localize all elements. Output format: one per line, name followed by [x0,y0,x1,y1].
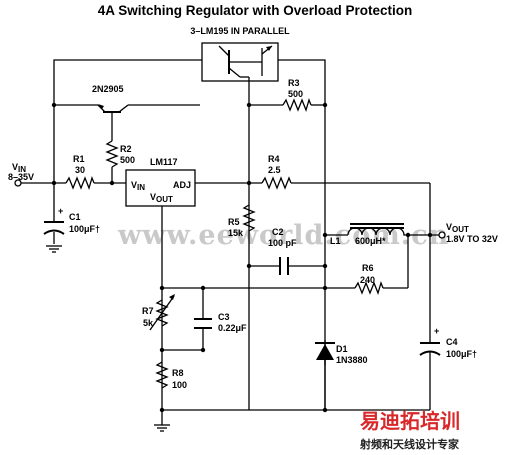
r4-ref: R4 [268,154,280,164]
r3-ref: R3 [288,78,300,88]
r2-value: 500 [120,155,135,165]
r5-ref: R5 [228,217,240,227]
lm117-vout-pin: VOUT [150,192,173,204]
c4-capacitor [419,342,441,356]
d1-ref: D1 [336,344,348,354]
c1-value: 100μF† [69,224,100,234]
ground-symbol [154,424,170,432]
c1-ref: C1 [69,212,81,222]
vin-label: VIN [12,162,26,174]
c3-capacitor [194,318,212,329]
vout-label: VOUT [446,222,469,234]
vout-terminal [438,231,446,239]
c3-ref: C3 [218,312,230,322]
r2-resistor [105,140,119,168]
r6-resistor [354,281,384,295]
l1-ref: L1 [330,236,341,246]
c4-plus: + [434,326,439,336]
l1-inductor [347,223,408,236]
junction-dots [51,102,433,413]
r6-ref: R6 [362,263,374,273]
lm195-note: 3–LM195 IN PARALLEL [190,26,290,36]
c2-ref: C2 [272,227,284,237]
r8-resistor [155,361,169,389]
d1-diode [315,342,335,365]
pnp-transistor-2n2905 [97,104,129,118]
brand-name: 易迪拓培训 [360,409,460,433]
c3-value: 0.22μF [218,323,247,333]
d1-value: 1N3880 [336,355,368,365]
r7-value: 5k [143,318,154,328]
r4-resistor [261,176,292,190]
r1-resistor [65,176,95,190]
c2-value: 100 pF [268,238,297,248]
r1-ref: R1 [73,154,85,164]
r1-value: 30 [75,165,85,175]
vin-range: 8–35V [8,172,34,182]
q-pnp-label: 2N2905 [92,84,124,94]
diagram-title: 4A Switching Regulator with Overload Pro… [98,3,413,18]
r6-value: 240 [360,275,375,285]
c4-value: 100μF† [446,349,477,359]
r8-value: 100 [172,380,187,390]
lm117-name: LM117 [150,157,178,167]
r7-potentiometer [149,294,175,331]
watermark: www.eeworld.com.cn [117,220,449,251]
r8-ref: R8 [172,368,184,378]
c1-capacitor [43,221,65,253]
l1-value: 600μH* [355,236,386,246]
lm117-adj-pin: ADJ [173,180,191,190]
r3-value: 500 [288,89,303,99]
lm195-transistor-block [201,42,279,82]
vin-terminal [14,179,22,187]
r3-resistor [282,98,312,112]
r2-ref: R2 [120,144,132,154]
r5-resistor [242,204,256,232]
lm117-regulator [125,169,196,207]
vout-range: 1.8V TO 32V [446,234,498,244]
brand-tagline: 射频和天线设计专家 [359,437,460,451]
c4-ref: C4 [446,337,458,347]
lm117-vin-pin: VIN [131,180,145,192]
r4-value: 2.5 [268,165,281,175]
c2-capacitor [279,257,289,275]
r5-value: 15k [228,228,244,238]
c1-plus: + [58,206,63,216]
r7-ref: R7 [142,306,154,316]
